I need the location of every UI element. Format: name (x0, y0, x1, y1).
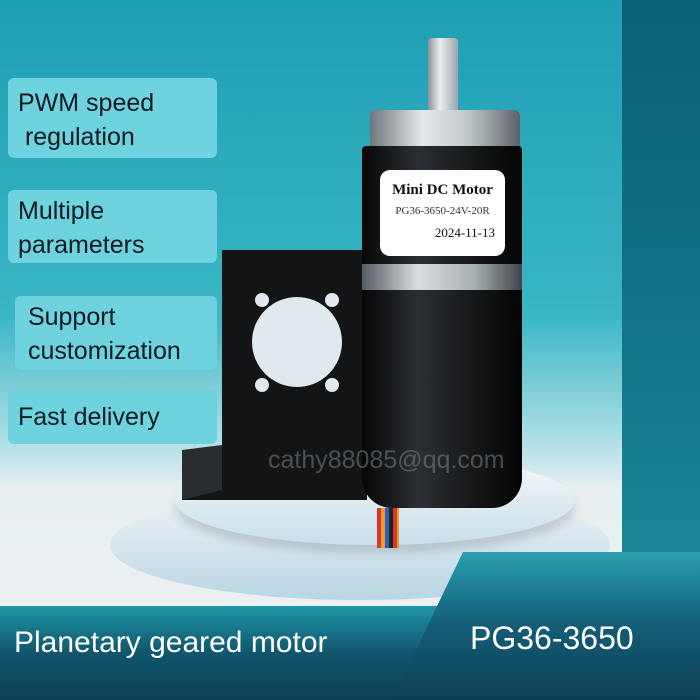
feature-pwm-speed-regulation: PWM speed regulation (8, 78, 217, 158)
feature-line: regulation (18, 123, 135, 151)
label-title: Mini DC Motor (392, 182, 493, 198)
motor-shaft (428, 38, 458, 118)
feature-line: Fast delivery (18, 403, 160, 431)
feature-line: Support (21, 303, 116, 331)
label-date: 2024-11-13 (434, 225, 495, 240)
motor-label: Mini DC Motor PG36-3650-24V-20R 2024-11-… (380, 170, 505, 256)
feature-line: parameters (18, 231, 145, 259)
gear-head (370, 110, 520, 152)
feature-line: PWM speed (18, 89, 155, 117)
feature-support-customization: Support customization (15, 296, 217, 370)
feature-multiple-parameters: Multiple parameters (8, 190, 217, 263)
watermark: cathy88085@qq.com (268, 446, 505, 474)
body-ring (362, 264, 522, 290)
feature-fast-delivery: Fast delivery (8, 390, 217, 444)
motor-bracket (182, 250, 367, 500)
feature-line: customization (21, 337, 181, 365)
motor-wires (377, 508, 399, 548)
label-model: PG36-3650-24V-20R (395, 205, 490, 217)
product-model: PG36-3650 (470, 620, 634, 656)
product-type: Planetary geared motor (14, 626, 328, 659)
motor: Mini DC Motor PG36-3650-24V-20R 2024-11-… (362, 38, 522, 548)
feature-line: Multiple (18, 197, 105, 225)
background-panel (622, 0, 700, 560)
